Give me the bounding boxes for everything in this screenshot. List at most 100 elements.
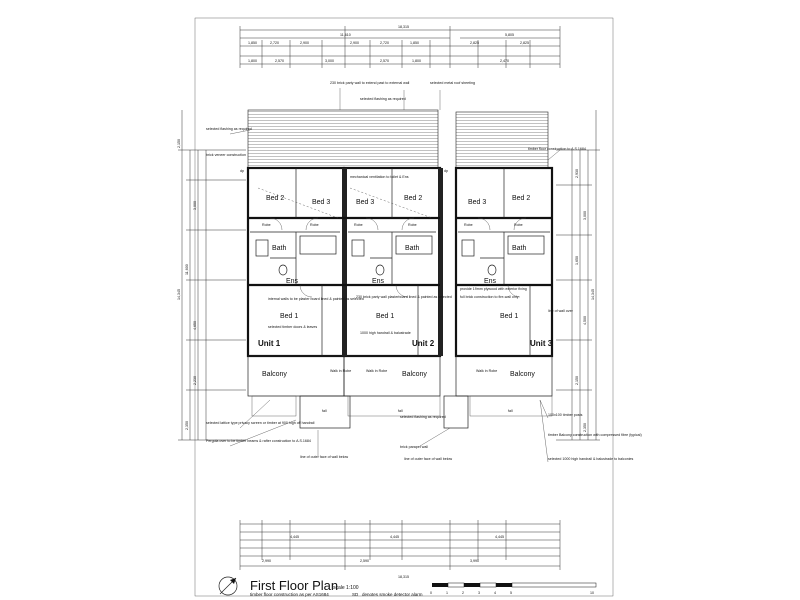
sheet-border [194,17,614,597]
fall-label: fall [322,409,327,413]
note-timber-doors: selected timber doors & leaves [268,325,317,329]
dim-label: 4,445 [290,535,299,539]
note-party-wall-top: 230 brick party wall to extend past to e… [330,81,410,85]
note-party-wall-mid: 230 brick party wall plasterboard lined … [356,295,452,299]
unit2-balcony-label: Balcony [402,371,427,378]
note-timber-floor: timber floor construction to A.S.1684 [528,147,586,151]
smoke-detector-symbol: SD [352,592,359,597]
unit3-ens-label: Ens [484,278,497,285]
note-outer-face-1: line of outer face of wall below [300,455,349,459]
drawing-subtitle: timber floor construction as per AS1684 [250,592,329,597]
dim-label: 1,800 [248,59,257,63]
dim-label: 4,445 [390,535,399,539]
note-timber-posts: 100x100 timber posts [548,413,583,417]
left-block-dim: 11,610 [340,33,351,37]
dim-label: 2,720 [270,41,279,45]
downpipe-label: dp [444,169,448,173]
note-flashing-left: selected flashing as required [206,127,252,131]
unit2-bed3-label: Bed 3 [356,199,374,206]
scale-tick: 2 [462,591,464,595]
note-plywood: provide 19mm plywood with exterior fixin… [460,287,527,291]
robe-label: Robe [514,223,523,227]
balconies [247,355,553,429]
unit3-walkin-label: Walk in Robe [476,369,497,373]
overall-width-dim: 18,315 [398,25,409,29]
scale-tick: 1 [446,591,448,595]
unit1-balcony-label: Balcony [262,371,287,378]
note-flashing-bottom: selected flashing as required [400,415,446,419]
dim-label: 2,825 [520,41,529,45]
unit2-label: Unit 2 [412,339,435,348]
dim-label: 2,350 [583,423,587,432]
scale-tick: 10 [590,591,594,595]
note-pergola: Pergola over to be timber beams & rafter… [206,439,311,443]
unit2-bath-label: Bath [405,245,420,252]
dim-label: 1,850 [248,41,257,45]
unit1-bed3-label: Bed 3 [312,199,330,206]
room-labels: Bed 2 Bed 3 Bath Ens Bed 1 Unit 1 Balcon… [240,169,553,413]
unit3-bed3-label: Bed 3 [468,199,486,206]
dim-label: 1,800 [412,59,421,63]
fall-label: fall [508,409,513,413]
note-internal-walls: internal walls to be plaster board lined… [268,297,364,301]
robe-label: Robe [310,223,319,227]
note-full-brick: full brick construction to fire-wall onl… [460,295,519,299]
dim-label: 2,930 [575,169,579,178]
unit1-ens-label: Ens [286,278,299,285]
smoke-detector-legend: denotes smoke detector alarm [362,592,423,597]
unit3-bath-label: Bath [512,245,527,252]
dim-label: 2,150 [575,376,579,385]
door-swings [257,187,527,298]
note-brick-parapet: brick parapet wall [400,445,428,449]
robe-label: Robe [354,223,363,227]
dim-label: 2,900 [300,41,309,45]
note-lattice: selected lattice type privacy screen or … [206,421,315,425]
top-dimensions: 18,315 11,610 5,805 1,850 2,720 2,900 2,… [239,25,561,68]
unit3-bed2-label: Bed 2 [512,195,530,202]
unit1-walkin-label: Walk in Robe [330,369,351,373]
north-arrow-icon [218,576,238,596]
dim-label: 1,650 [575,256,579,265]
roof-sheeting [247,109,549,169]
unit3-bed1-label: Bed 1 [500,313,518,320]
unit1-bath-label: Bath [272,245,287,252]
unit2-bed2-label: Bed 2 [404,195,422,202]
dim-label: 2,470 [500,59,509,63]
scale-bar: 0 1 2 3 4 5 10 [430,582,597,595]
scale-tick: 3 [478,591,480,595]
drawing-scale: scale 1:100 [333,585,359,591]
right-dimensions: 2,930 3,000 1,650 4,500 14,345 2,150 2,3… [556,110,600,441]
dim-label: 4,500 [583,316,587,325]
dim-label: 2,720 [380,41,389,45]
drawing-title: First Floor Plan [250,578,338,593]
overall-width-bottom: 18,315 [398,575,409,579]
dim-label: 2,230 [193,376,197,385]
unit2-bed1-label: Bed 1 [376,313,394,320]
note-brick-veneer: brick veneer construction [206,153,246,157]
fall-label: fall [398,409,403,413]
unit2-walkin-label: Walk in Robe [366,369,387,373]
note-metal-roof: selected metal roof sheeting [430,81,475,85]
scale-tick: 4 [494,591,496,595]
dim-label: 4,650 [193,321,197,330]
note-handrail: 1000 high handrail & balustrade [360,331,411,335]
robe-label: Robe [464,223,473,227]
dim-label: 4,445 [495,535,504,539]
note-flashing-center: selected flashing as required [360,97,406,101]
dim-label: 14,345 [591,289,595,300]
dim-label: 2,825 [470,41,479,45]
dim-label: 1,850 [410,41,419,45]
dim-label: 2,350 [185,421,189,430]
left-dimensions: 2,150 3,000 11,600 4,650 14,345 2,230 2,… [177,110,246,441]
unit2-ens-label: Ens [372,278,385,285]
scale-tick: 5 [510,591,512,595]
right-block-dim: 5,805 [505,33,514,37]
unit3-balcony-label: Balcony [510,371,535,378]
dim-label: 3,000 [583,211,587,220]
bathroom-fixtures [255,235,545,276]
note-wall-over: line of wall over [548,309,574,313]
unit1-label: Unit 1 [258,339,281,348]
unit3-label: Unit 3 [530,339,553,348]
unit1-bed1-label: Bed 1 [280,313,298,320]
